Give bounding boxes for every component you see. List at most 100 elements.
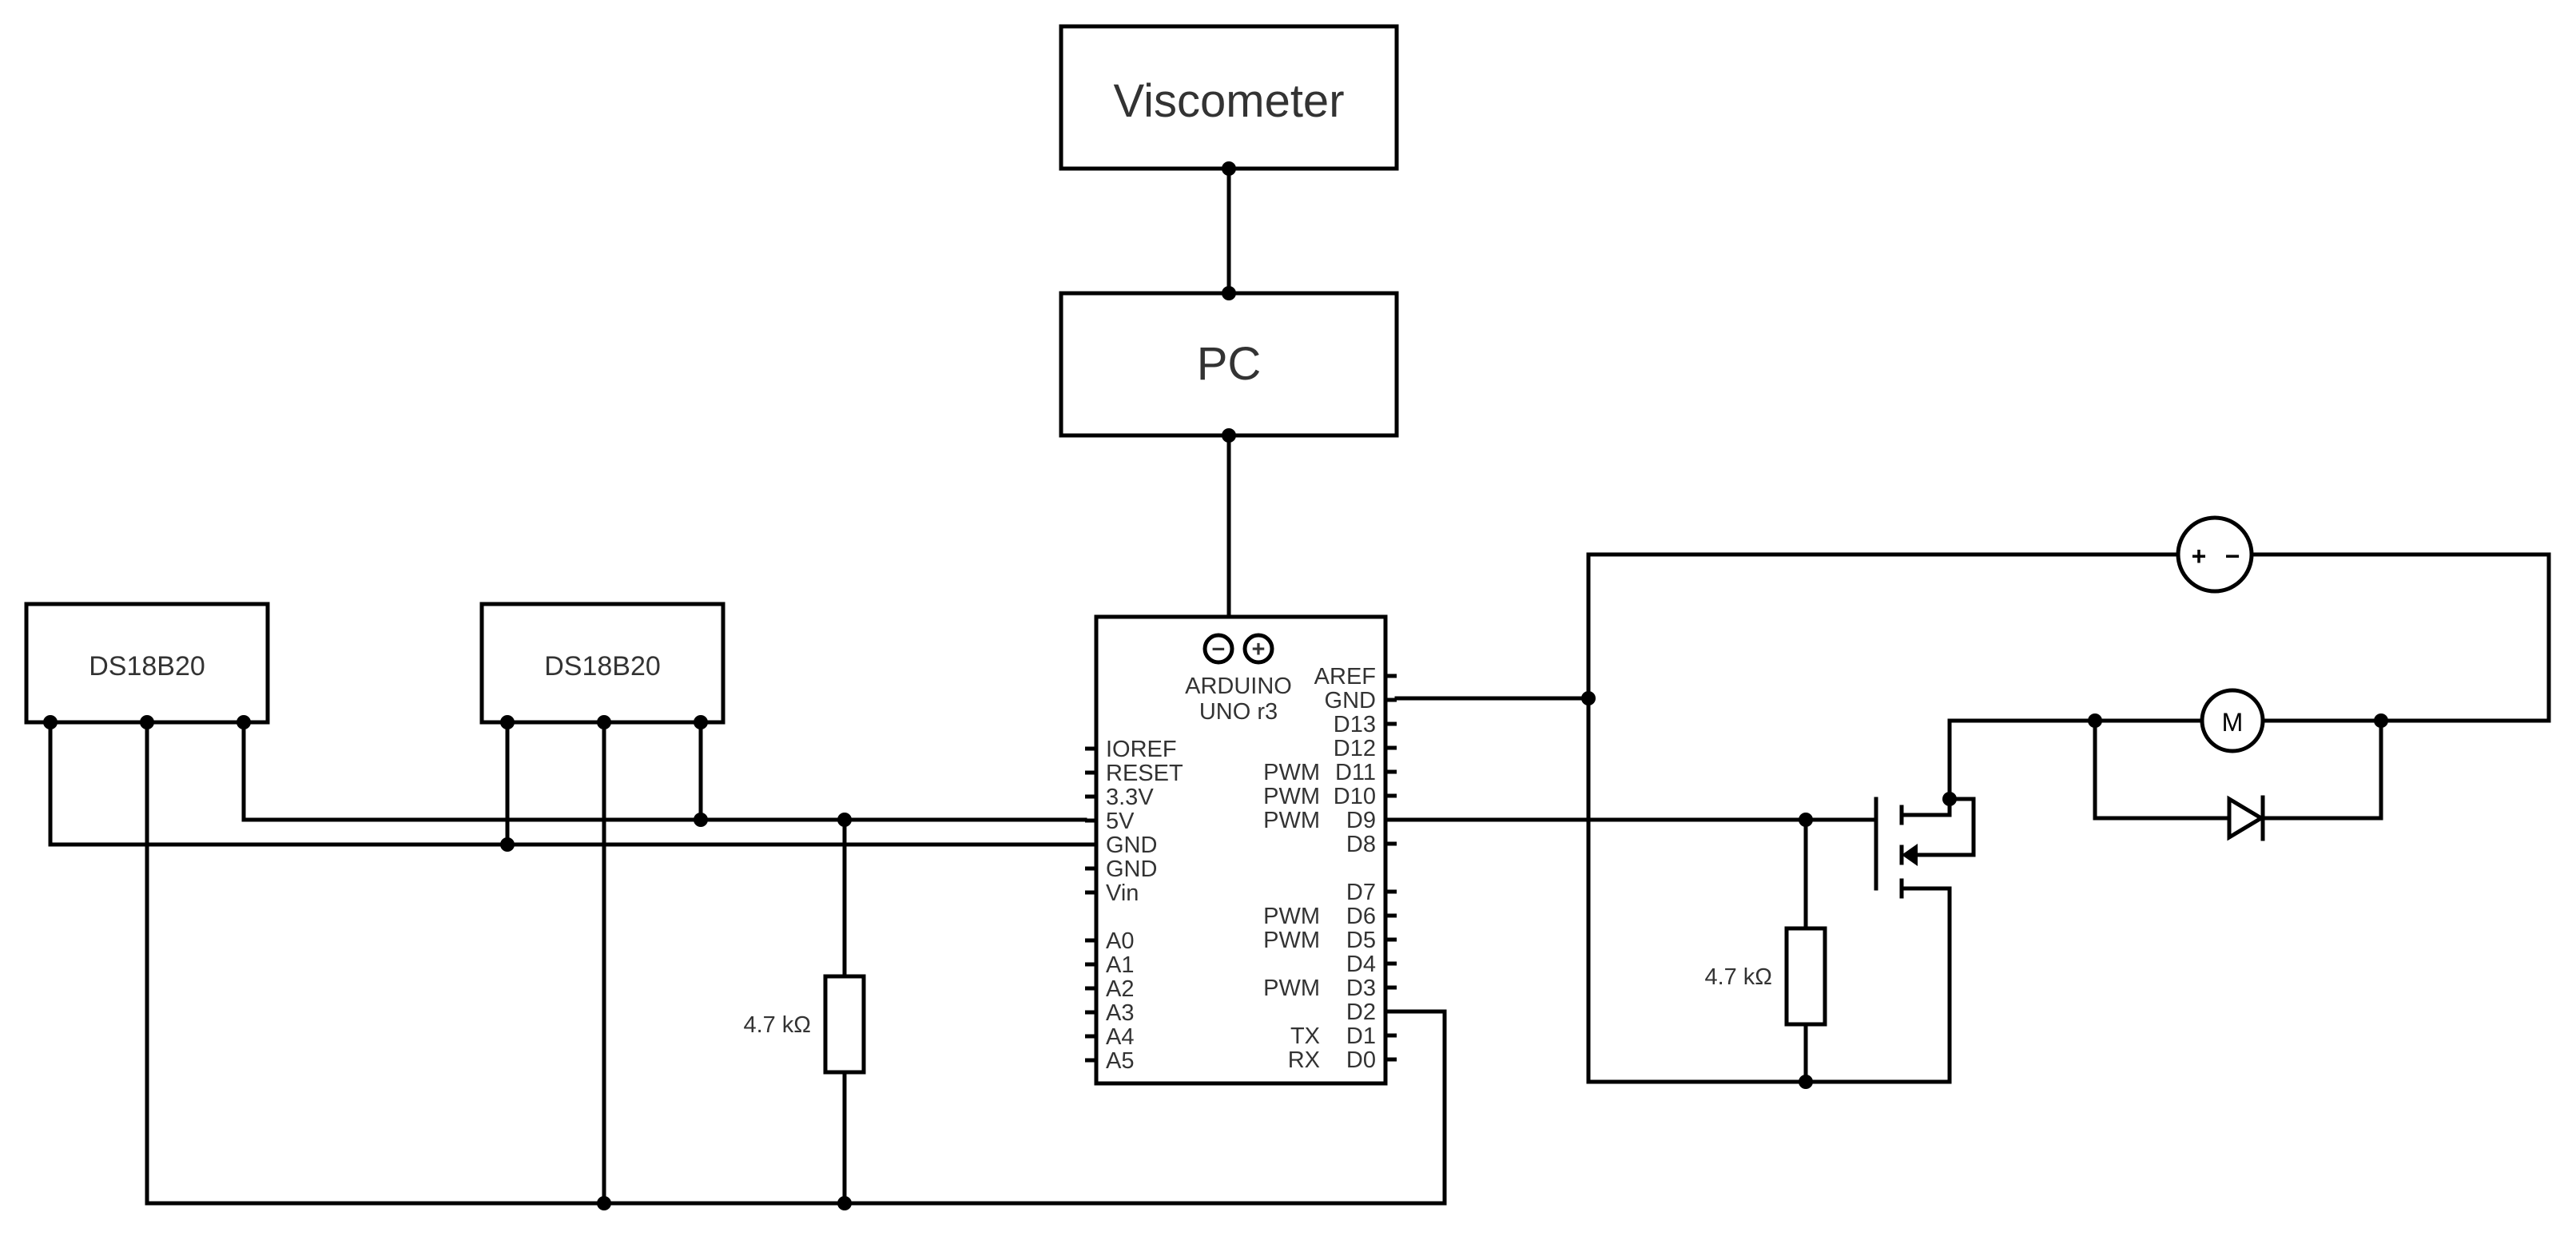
right-pin-d6: D6 PWM [1263, 904, 1397, 929]
left-pin-a3: A3 [1085, 1000, 1134, 1026]
right-pin-prefix: PWM [1263, 784, 1320, 809]
right-pin-label: D4 [1346, 952, 1376, 977]
left-pin-label: A5 [1106, 1048, 1134, 1074]
mosfet-icon [1874, 797, 1976, 899]
vcc-bus [241, 720, 1087, 822]
right-pin-prefix: PWM [1263, 976, 1320, 1001]
left-pin-a0: A0 [1085, 928, 1134, 954]
left-pin-gnd: GND [1085, 833, 1157, 858]
right-pin-gnd: GND [1325, 688, 1397, 713]
dc-supply-icon [2176, 515, 2254, 594]
left-pin-ioref: IOREF [1085, 737, 1177, 762]
left-pin-label: GND [1106, 856, 1157, 882]
left-pin-label: A2 [1106, 976, 1134, 1002]
right-pin-d8: D8 [1346, 832, 1397, 857]
right-pin-d1: D1 TX [1290, 1023, 1397, 1049]
flyback-diode-icon [2227, 795, 2265, 841]
pullup-resistor-label: 4.7 kΩ [743, 1012, 811, 1038]
arduino-right-pins: AREFGNDD13D12D11PWMD10PWMD9PWMD8D7D6PWMD… [1263, 664, 1397, 1073]
supply-right-wire [2235, 552, 2551, 723]
usb-links [1222, 161, 1236, 624]
left-pin-a1: A1 [1085, 952, 1134, 978]
right-pin-label: D10 [1334, 784, 1376, 809]
left-pin-a4: A4 [1085, 1024, 1134, 1050]
left-pin-label: 5V [1106, 809, 1135, 834]
right-pin-d12: D12 [1334, 736, 1397, 761]
motor-left-wire [1947, 718, 2204, 801]
right-pin-label: GND [1325, 688, 1376, 713]
right-pin-d4: D4 [1346, 952, 1397, 977]
pulldown-resistor [1784, 926, 1827, 1027]
mosfet-source-wire [1586, 886, 1952, 1084]
left-pin-reset: RESET [1085, 761, 1183, 786]
right-pin-label: D11 [1335, 760, 1376, 785]
right-pin-label: D9 [1346, 808, 1376, 833]
right-pin-prefix: PWM [1263, 904, 1320, 929]
right-pin-label: D5 [1346, 928, 1376, 953]
right-pin-d3: D3 PWM [1263, 976, 1397, 1001]
supply-minus: − [2225, 542, 2240, 570]
sensor-2-label: DS18B20 [544, 651, 661, 682]
right-pin-d11: D11 PWM [1263, 760, 1397, 785]
junction-dot [1222, 286, 1236, 300]
right-pin-label: D1 [1346, 1023, 1376, 1049]
right-pin-d0: D0 RX [1288, 1047, 1397, 1073]
sensor-1: DS18B20 [24, 602, 270, 725]
pulldown-resistor-label: 4.7 kΩ [1704, 964, 1772, 990]
junction-dot [1222, 161, 1236, 176]
right-pin-label: D7 [1346, 880, 1376, 905]
viscometer-label: Viscometer [1113, 75, 1344, 127]
right-pin-prefix: TX [1290, 1023, 1320, 1049]
right-pin-label: D3 [1346, 976, 1376, 1001]
right-pin-label: D13 [1334, 712, 1376, 737]
supply-plus: + [2192, 542, 2207, 570]
left-pin-gnd: GND [1085, 856, 1157, 882]
logo-plus: + [1252, 637, 1266, 662]
left-pin-label: Vin [1106, 880, 1139, 906]
right-pin-label: D12 [1334, 736, 1376, 761]
sensor-wiring [43, 715, 1447, 1210]
right-pin-prefix: PWM [1263, 808, 1320, 833]
logo-minus: − [1212, 637, 1226, 662]
left-pin-label: A3 [1106, 1000, 1134, 1026]
left-pin-vin: Vin [1085, 880, 1139, 906]
arduino-name-line2: UNO r3 [1199, 699, 1278, 725]
diode-left-wire [2093, 718, 2232, 821]
right-pin-d10: D10 PWM [1263, 784, 1397, 809]
right-pin-label: AREF [1314, 664, 1376, 690]
left-pin-5v: 5V [1085, 809, 1135, 834]
viscometer-block: Viscometer [1059, 24, 1399, 171]
left-pin-label: A0 [1106, 928, 1134, 954]
right-pin-prefix: PWM [1263, 928, 1320, 953]
right-pin-d13: D13 [1334, 712, 1397, 737]
right-pin-label: D6 [1346, 904, 1376, 929]
left-pin-a2: A2 [1085, 976, 1134, 1002]
junction-dot [1222, 428, 1236, 443]
sensor-2: DS18B20 [479, 602, 725, 725]
motor-label: M [2222, 708, 2244, 737]
gnd-bus [48, 720, 1087, 847]
right-pin-d5: D5 PWM [1263, 928, 1397, 953]
left-pin-label: 3.3V [1106, 785, 1154, 810]
arduino-logo-icon: − + [1203, 633, 1274, 665]
right-pin-label: D2 [1346, 1000, 1376, 1025]
left-pin-label: A1 [1106, 952, 1134, 978]
pullup-resistor [823, 974, 866, 1075]
right-pin-label: D0 [1346, 1047, 1376, 1073]
diode-right-wire [2260, 718, 2383, 821]
pc-block: PC [1059, 291, 1399, 438]
right-pin-label: D8 [1346, 832, 1376, 857]
left-pin-label: RESET [1106, 761, 1183, 786]
left-pin-label: A4 [1106, 1024, 1134, 1050]
sensor-1-label: DS18B20 [89, 651, 205, 682]
right-pin-prefix: PWM [1263, 760, 1320, 785]
right-pin-aref: AREF [1314, 664, 1397, 690]
left-pin-label: IOREF [1106, 737, 1177, 762]
right-pin-d9: D9 PWM [1263, 808, 1397, 833]
right-pin-d7: D7 [1346, 880, 1397, 905]
motor-icon [2200, 688, 2265, 753]
data-bus [145, 720, 1447, 1206]
right-pin-prefix: RX [1288, 1047, 1320, 1073]
